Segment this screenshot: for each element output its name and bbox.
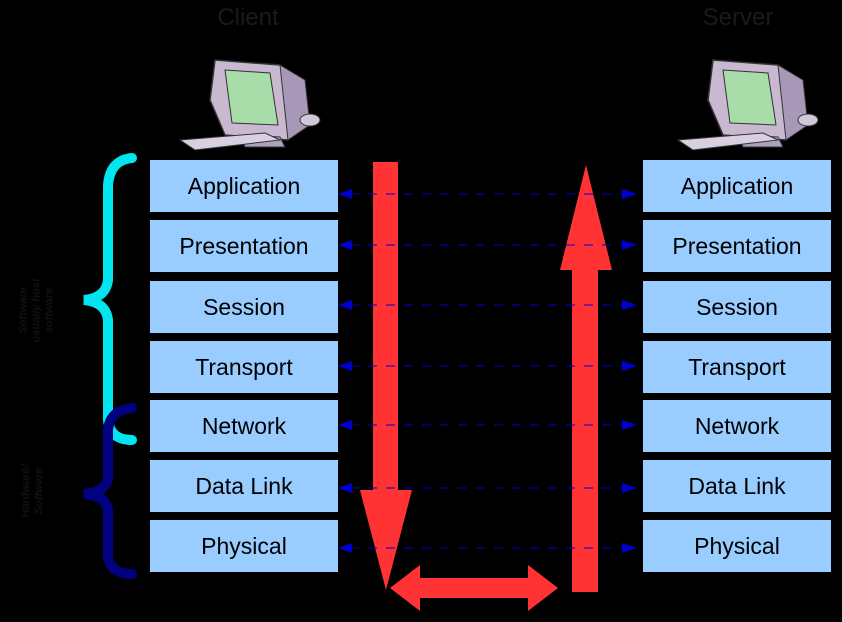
software-bracket-label: Software usually host software xyxy=(17,278,56,343)
peer-arrowhead-right-4 xyxy=(622,420,637,430)
peer-arrowhead-left-2 xyxy=(338,300,352,310)
peer-arrowhead-left-5 xyxy=(338,483,352,493)
client-layer-data-link: Data Link xyxy=(150,460,338,512)
peer-arrows xyxy=(338,189,637,553)
peer-arrowhead-right-5 xyxy=(622,483,637,493)
server-layer-physical: Physical xyxy=(643,520,831,572)
server-layer-transport: Transport xyxy=(643,341,831,393)
peer-arrowhead-left-4 xyxy=(338,420,352,430)
peer-arrowhead-left-0 xyxy=(338,189,352,199)
client-layer-presentation: Presentation xyxy=(150,220,338,272)
down-flow-arrow xyxy=(360,162,412,590)
server-layer-session: Session xyxy=(643,281,831,333)
server-layer-network: Network xyxy=(643,400,831,452)
peer-arrowhead-right-1 xyxy=(622,240,637,250)
peer-arrowhead-left-3 xyxy=(338,361,352,371)
server-computer-icon xyxy=(676,59,819,151)
client-layer-application: Application xyxy=(150,160,338,212)
peer-arrowhead-left-6 xyxy=(338,543,352,553)
client-computer-icon xyxy=(178,59,321,151)
client-title: Client xyxy=(217,4,279,31)
peer-arrowhead-right-3 xyxy=(622,361,637,371)
server-layer-presentation: Presentation xyxy=(643,220,831,272)
peer-arrowhead-right-2 xyxy=(622,300,637,310)
peer-arrowhead-right-6 xyxy=(622,543,637,553)
peer-arrowhead-right-0 xyxy=(622,189,637,199)
client-layer-transport: Transport xyxy=(150,341,338,393)
physical-link-arrow xyxy=(390,565,558,611)
client-layer-session: Session xyxy=(150,281,338,333)
server-layer-data-link: Data Link xyxy=(643,460,831,512)
hardware-bracket xyxy=(83,403,137,579)
server-title: Server xyxy=(702,4,774,31)
client-layer-physical: Physical xyxy=(150,520,338,572)
hardware-bracket-label: Hardware/ Software xyxy=(20,464,45,518)
server-layer-application: Application xyxy=(643,160,831,212)
up-flow-arrow xyxy=(560,165,612,592)
client-layer-network: Network xyxy=(150,400,338,452)
software-bracket xyxy=(83,153,137,445)
peer-arrowhead-left-1 xyxy=(338,240,352,250)
